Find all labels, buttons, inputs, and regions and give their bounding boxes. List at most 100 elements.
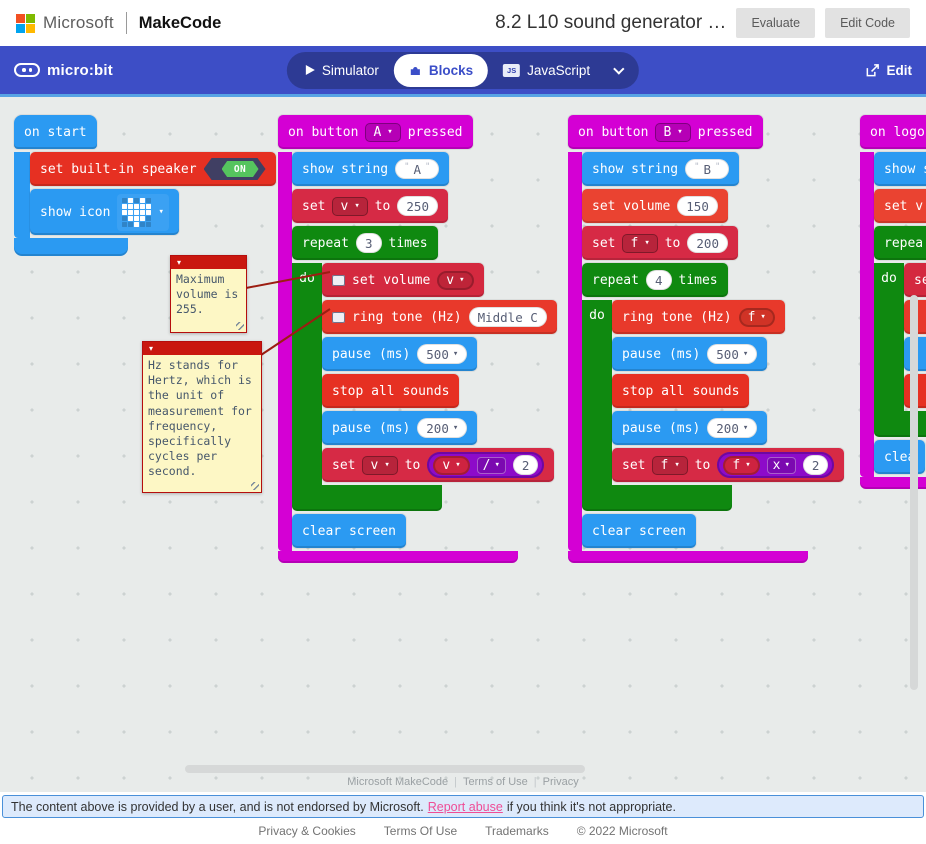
horizontal-scrollbar[interactable]: [185, 765, 585, 773]
variable-dropdown[interactable]: f▾: [622, 233, 658, 253]
do-label: do: [881, 271, 897, 286]
value-field[interactable]: 200▾: [707, 418, 758, 438]
variable-oval[interactable]: f▾: [738, 307, 775, 327]
note-resize-handle[interactable]: [236, 322, 244, 330]
tab-javascript[interactable]: JS JavaScript: [488, 55, 605, 86]
block-label: show string: [592, 161, 679, 177]
comment-icon[interactable]: [332, 311, 345, 323]
value-field[interactable]: 500▾: [707, 344, 758, 364]
value-field[interactable]: 3: [355, 233, 382, 253]
value-field[interactable]: 150: [677, 196, 718, 216]
stop-all-sounds[interactable]: stop all sounds: [322, 374, 460, 408]
microsoft-logo: [16, 13, 35, 33]
link-trademarks[interactable]: Trademarks: [485, 824, 549, 838]
ring-tone-middle-c[interactable]: ring tone (Hz)Middle C: [322, 300, 557, 334]
value-field[interactable]: "A": [395, 159, 440, 179]
value-field[interactable]: 2: [512, 455, 539, 475]
block-label: repeat: [302, 235, 349, 251]
show-string-clipped[interactable]: show s: [874, 152, 926, 186]
chevron-down-icon[interactable]: [613, 62, 625, 75]
on-logo-partial-header[interactable]: on logo: [860, 115, 926, 149]
note-collapse-icon[interactable]: ▾: [149, 343, 154, 353]
value-field[interactable]: 200: [687, 233, 728, 253]
set-volume-clipped[interactable]: set v: [874, 189, 926, 223]
pause-500[interactable]: pause (ms)500▾: [612, 337, 768, 371]
value-field[interactable]: 200▾: [417, 418, 468, 438]
value-field[interactable]: 500▾: [417, 344, 468, 364]
ring-tone-f[interactable]: ring tone (Hz)f▾: [612, 300, 785, 334]
note-max-volume[interactable]: ▾ Maximum volume is 255.: [170, 255, 247, 333]
set-clipped[interactable]: se: [904, 263, 926, 297]
on-start-header[interactable]: on start: [14, 115, 97, 149]
variable-oval[interactable]: v▾: [433, 455, 470, 475]
operator-dropdown[interactable]: /▾: [476, 456, 506, 474]
value-field[interactable]: Middle C: [468, 307, 547, 327]
note-hz[interactable]: ▾ Hz stands for Hertz, which is the unit …: [142, 341, 262, 493]
variable-oval[interactable]: v▾: [437, 270, 474, 290]
show-string-a[interactable]: show string"A": [292, 152, 450, 186]
edit-button[interactable]: Edit: [865, 63, 912, 78]
variable-dropdown[interactable]: v▾: [332, 196, 368, 216]
note-resize-handle[interactable]: [251, 482, 259, 490]
link-privacy[interactable]: Privacy: [542, 776, 579, 788]
stop-all-sounds[interactable]: stop all sounds: [612, 374, 750, 408]
note-header[interactable]: ▾: [143, 342, 261, 355]
note-header[interactable]: ▾: [171, 256, 246, 269]
value-field[interactable]: 4: [645, 270, 672, 290]
note-text[interactable]: Maximum volume is 255.: [176, 272, 239, 317]
block-label: set: [592, 235, 616, 251]
tab-blocks[interactable]: Blocks: [393, 53, 489, 87]
math-expression[interactable]: f▾ x▾ 2: [717, 452, 835, 478]
edit-code-button[interactable]: Edit Code: [825, 8, 910, 38]
blocks-workspace[interactable]: Microsoft MakeCode|Terms of Use|Privacy …: [0, 94, 926, 792]
evaluate-button[interactable]: Evaluate: [736, 8, 816, 38]
note-text[interactable]: Hz stands for Hertz, which is the unit o…: [148, 358, 252, 479]
repeat-clipped-header[interactable]: repea: [874, 226, 926, 260]
comment-icon[interactable]: [332, 274, 345, 286]
report-abuse-link[interactable]: Report abuse: [427, 799, 503, 814]
speaker-toggle[interactable]: ON: [203, 158, 266, 180]
variable-dropdown[interactable]: v▾: [362, 455, 398, 475]
block-label: set: [622, 457, 646, 473]
clear-screen[interactable]: clear screen: [292, 514, 406, 548]
link-privacy-cookies[interactable]: Privacy & Cookies: [258, 824, 356, 838]
pause-200[interactable]: pause (ms)200▾: [322, 411, 478, 445]
variable-dropdown[interactable]: A▾: [365, 122, 401, 142]
pause-200[interactable]: pause (ms)200▾: [612, 411, 768, 445]
link-terms-of-use[interactable]: Terms of Use: [463, 776, 528, 788]
operator-dropdown[interactable]: x▾: [766, 456, 796, 474]
pause-500[interactable]: pause (ms)500▾: [322, 337, 478, 371]
block-label: show icon: [40, 204, 111, 220]
link-microsoft-makecode[interactable]: Microsoft MakeCode: [347, 776, 449, 788]
math-expression[interactable]: v▾ /▾ 2: [427, 452, 545, 478]
variable-dropdown[interactable]: f▾: [652, 455, 688, 475]
note-collapse-icon[interactable]: ▾: [177, 257, 182, 267]
variable-dropdown[interactable]: B▾: [655, 122, 691, 142]
clear-screen[interactable]: clear screen: [582, 514, 696, 548]
quote-mark: ": [404, 162, 410, 172]
show-icon[interactable]: show icon ▾: [30, 189, 179, 235]
led-icon-picker[interactable]: ▾: [117, 193, 169, 231]
link-terms[interactable]: Terms Of Use: [383, 824, 458, 838]
show-string-b[interactable]: show string "B": [582, 152, 740, 186]
value-field[interactable]: 250: [397, 196, 438, 216]
value-field[interactable]: 2: [802, 455, 829, 475]
variable-oval[interactable]: f▾: [723, 455, 760, 475]
value-field[interactable]: "B": [685, 159, 730, 179]
vertical-scrollbar[interactable]: [910, 295, 918, 690]
tab-simulator[interactable]: Simulator: [291, 55, 394, 86]
